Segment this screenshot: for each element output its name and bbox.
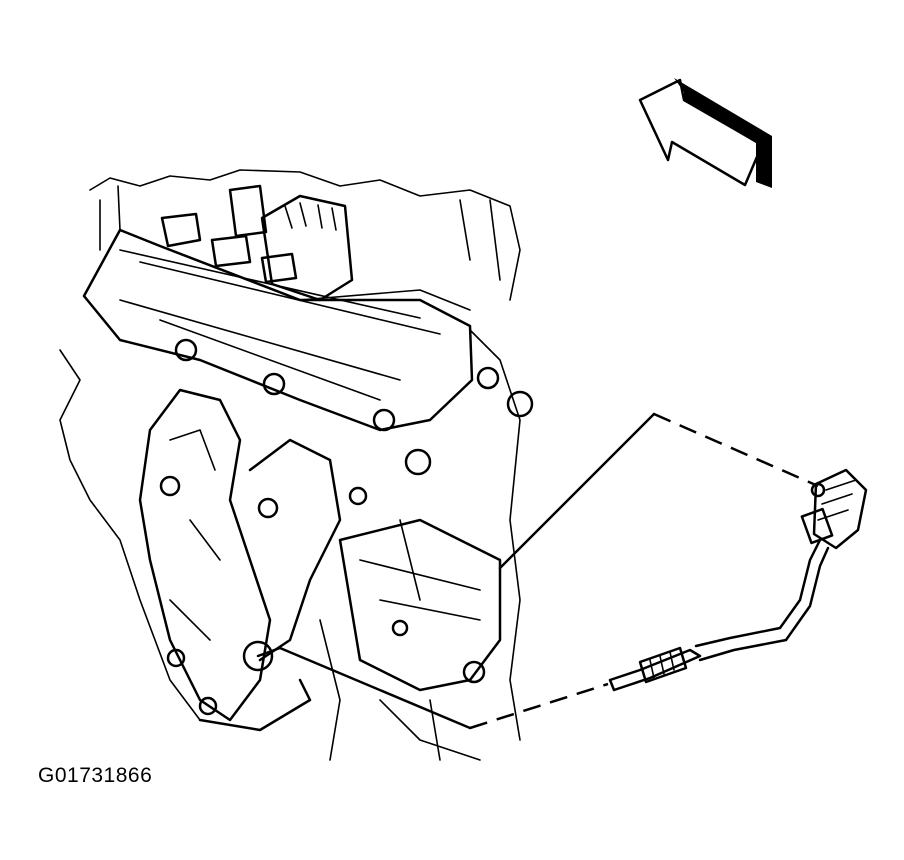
- callout-dashed-line: [469, 682, 609, 730]
- callout-line: [498, 412, 656, 570]
- figure-id-label: G01731866: [38, 764, 153, 787]
- sensor-connector: [800, 468, 868, 550]
- callout-dashed-line: [653, 412, 819, 488]
- callout-line: [256, 646, 472, 730]
- oxygen-sensor: [608, 538, 830, 692]
- exhaust-manifold: [138, 388, 342, 732]
- orientation-arrow-icon: [638, 78, 772, 188]
- engine-block: [59, 169, 534, 761]
